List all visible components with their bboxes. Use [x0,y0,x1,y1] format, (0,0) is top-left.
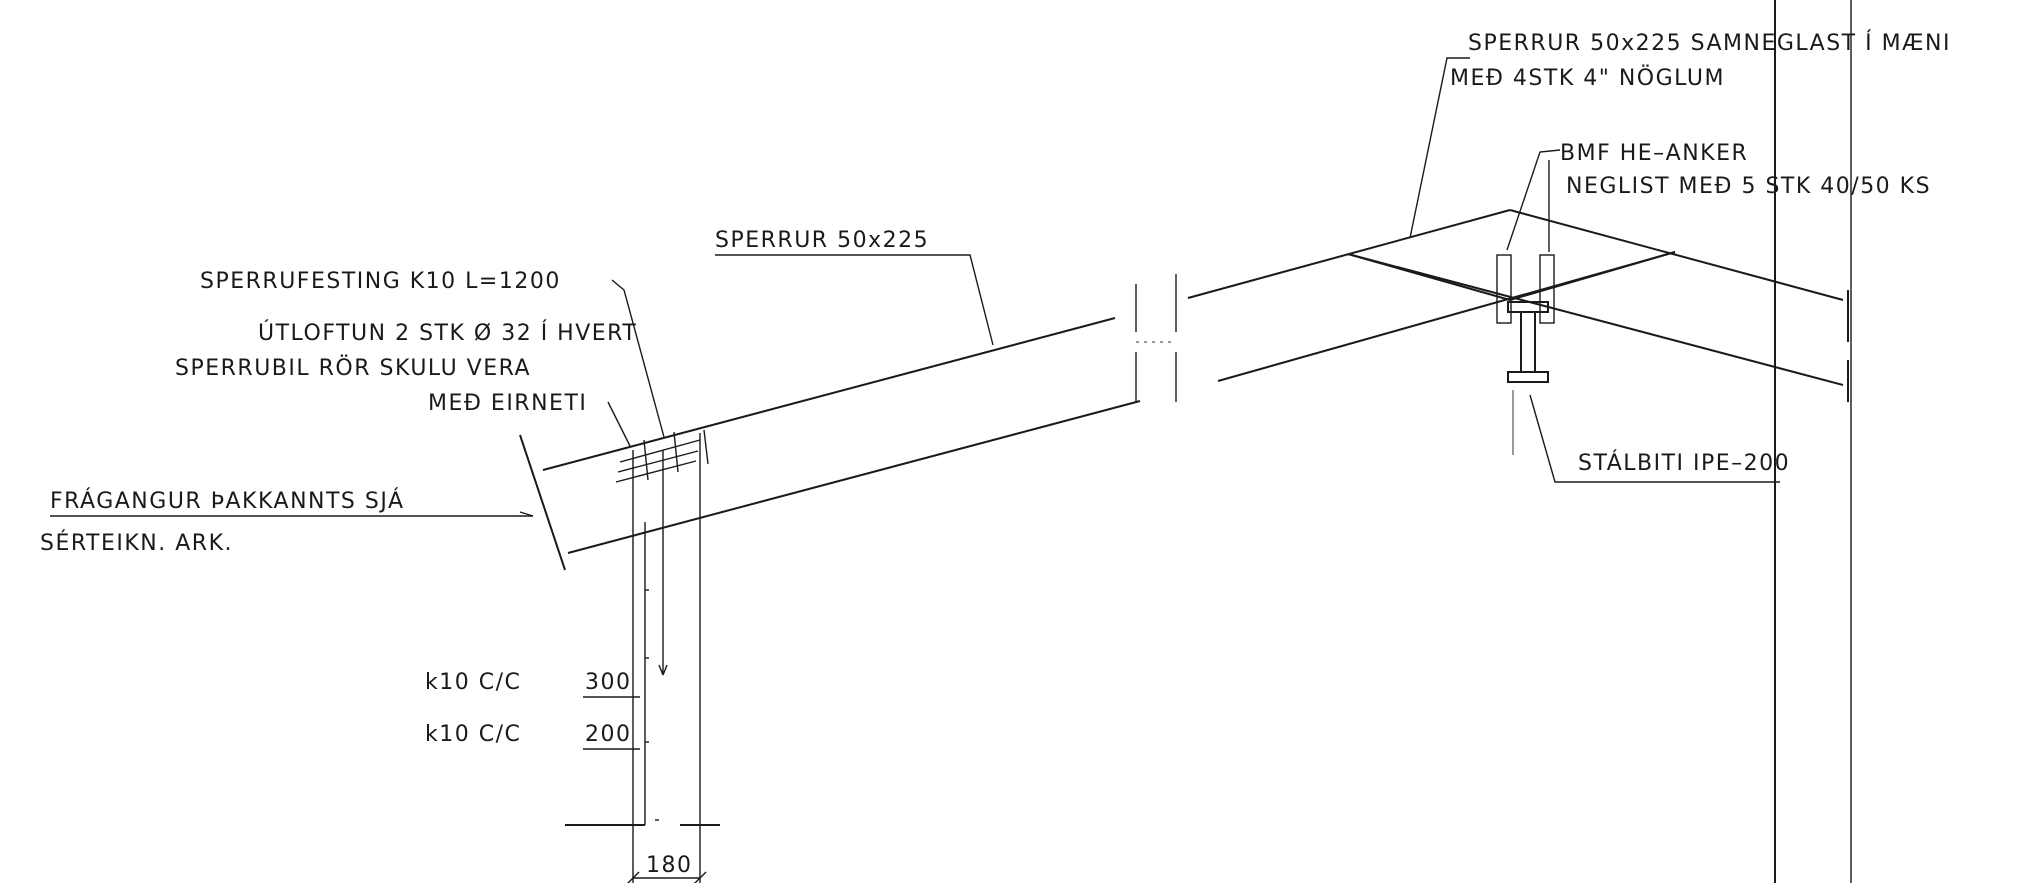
label-utloftun-line1: ÚTLOFTUN 2 STK Ø 32 Í HVERT [258,320,637,346]
label-k10-300-prefix: k10 C/C [425,670,521,695]
label-k10-300-value: 300 [585,670,632,695]
label-bmf-line1: BMF HE–ANKER [1560,141,1748,166]
label-k10-200-value: 200 [585,722,632,747]
leader-sperrur-mid [715,254,994,346]
label-sperrur-top-line1: SPERRUR 50x225 SAMNEGLAST Í MÆNI [1468,30,1951,56]
vent-pipes [615,429,709,483]
label-bmf-line2: NEGLIST MEÐ 5 STK 40/50 KS [1566,174,1931,199]
vertical-dimension-lines [565,433,720,826]
label-sperrur-top-line2: MEÐ 4STK 4" NÖGLUM [1450,65,1725,91]
leader-utloftun [607,401,631,447]
leader-stalbiti [1529,394,1780,483]
label-sperrur-mid: SPERRUR 50x225 [715,228,929,253]
dim-180-label: 180 [646,853,693,878]
rafter-break-symbol [1135,274,1177,402]
rafter-right-segment [1187,209,1844,386]
steel-beam-ipe200 [1496,254,1555,455]
label-stalbiti: STÁLBITI IPE–200 [1578,450,1790,476]
dimension-180 [627,825,707,883]
label-sperrufesting: SPERRUFESTING K10 L=1200 [200,269,561,294]
label-fragangur-line1: FRÁGANGUR ÞAKKANNTS SJÁ [50,488,405,514]
rafter-left-segment [519,317,1141,571]
label-utloftun-line2: SPERRUBIL RÖR SKULU VERA [175,355,531,381]
leader-bmf-left [1506,149,1561,251]
label-k10-200-prefix: k10 C/C [425,722,521,747]
leader-sperrufesting [611,279,665,438]
leader-sperrur-top [1409,57,1470,239]
label-utloftun-line3: MEÐ EIRNETI [428,391,587,416]
wall-lines-right [1774,0,1852,883]
label-fragangur-line2: SÉRTEIKN. ARK. [40,530,233,556]
